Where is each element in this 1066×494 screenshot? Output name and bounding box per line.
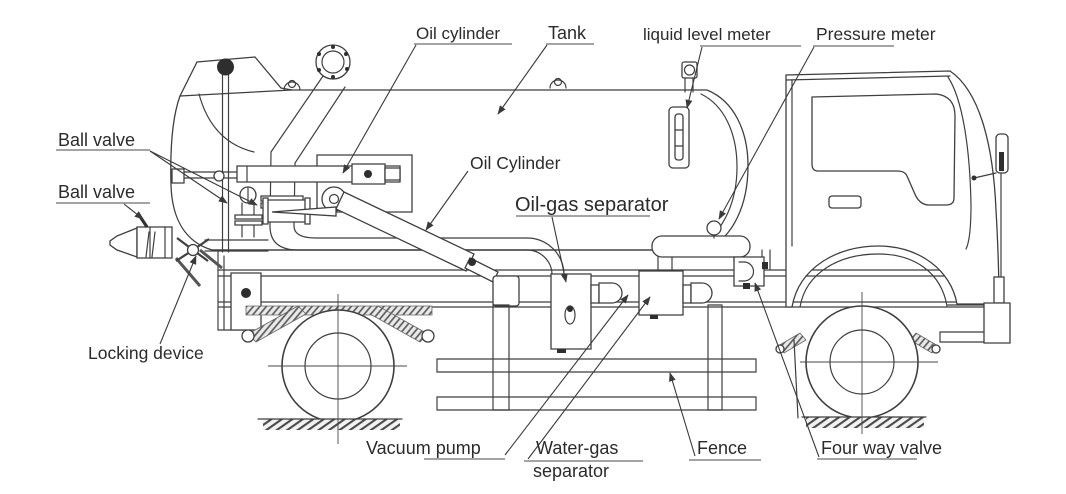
label-pressure-meter: Pressure meter xyxy=(816,24,936,44)
label-fence: Fence xyxy=(697,438,747,458)
label-tank: Tank xyxy=(548,23,587,43)
boom-flange xyxy=(316,45,350,79)
label-water-gas-line2: separator xyxy=(533,461,609,481)
fence-part xyxy=(437,305,756,410)
front-leaf-springs xyxy=(776,333,940,353)
label-oil-cylinder-diagonal: Oil Cylinder xyxy=(470,153,561,173)
label-oil-gas-separator: Oil-gas separator xyxy=(515,194,669,216)
liquid-level-meter-part xyxy=(669,62,697,168)
vacuum-pump-part xyxy=(591,283,622,303)
label-ball-valve-lower: Ball valve xyxy=(58,182,135,202)
mast xyxy=(217,58,234,253)
pressure-meter-part xyxy=(707,221,721,238)
label-ball-valve-upper: Ball valve xyxy=(58,130,135,150)
label-oil-cylinder-top: Oil cylinder xyxy=(416,24,500,43)
labels: Oil cylinder Tank liquid level meter Pre… xyxy=(58,23,942,481)
oil-gas-separator-part xyxy=(551,274,591,353)
front-valve-cluster xyxy=(110,187,336,261)
label-water-gas-line1: Water-gas xyxy=(536,438,618,458)
label-vacuum-pump: Vacuum pump xyxy=(366,438,481,458)
label-four-way-valve: Four way valve xyxy=(821,438,942,458)
cab xyxy=(786,71,1010,418)
oil-cylinder-diagonal-part xyxy=(336,192,519,306)
ground-front xyxy=(802,417,926,428)
wheel-centerlines xyxy=(268,292,938,444)
label-locking-device: Locking device xyxy=(88,343,204,363)
water-gas-separator-part xyxy=(639,271,712,319)
ground-rear xyxy=(258,419,402,430)
label-liquid-level-meter: liquid level meter xyxy=(643,25,771,44)
leader-lines xyxy=(56,44,917,461)
four-way-valve-part xyxy=(652,236,768,289)
